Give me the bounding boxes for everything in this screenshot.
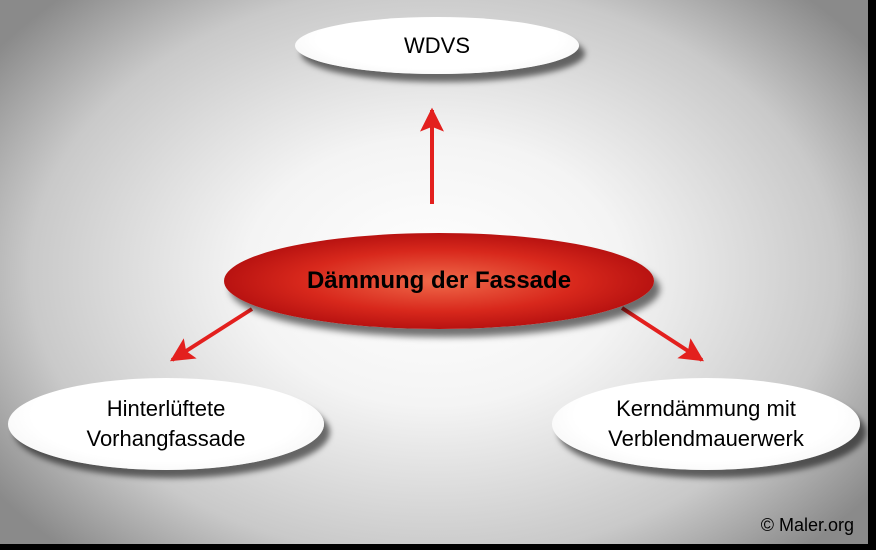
copyright-notice: © Maler.org [760,515,854,535]
node-vorhangfassade-label: Hinterlüftete Vorhangfassade [86,396,246,451]
node-center-label: Dämmung der Fassade [306,267,572,294]
node-wdvs-label: WDVS [404,32,470,58]
node-center: Dämmung der Fassade [224,233,654,329]
arrow-to-kerndaemmung [620,306,705,362]
node-wdvs: WDVS [295,17,579,74]
node-kerndaemmung-label: Kerndämmung mit Verblendmauerwerk [608,396,804,451]
node-vorhangfassade: Hinterlüftete Vorhangfassade [8,378,324,470]
node-kerndaemmung: Kerndämmung mit Verblendmauerwerk [552,378,860,470]
arrow-to-vorhangfassade [169,307,254,362]
